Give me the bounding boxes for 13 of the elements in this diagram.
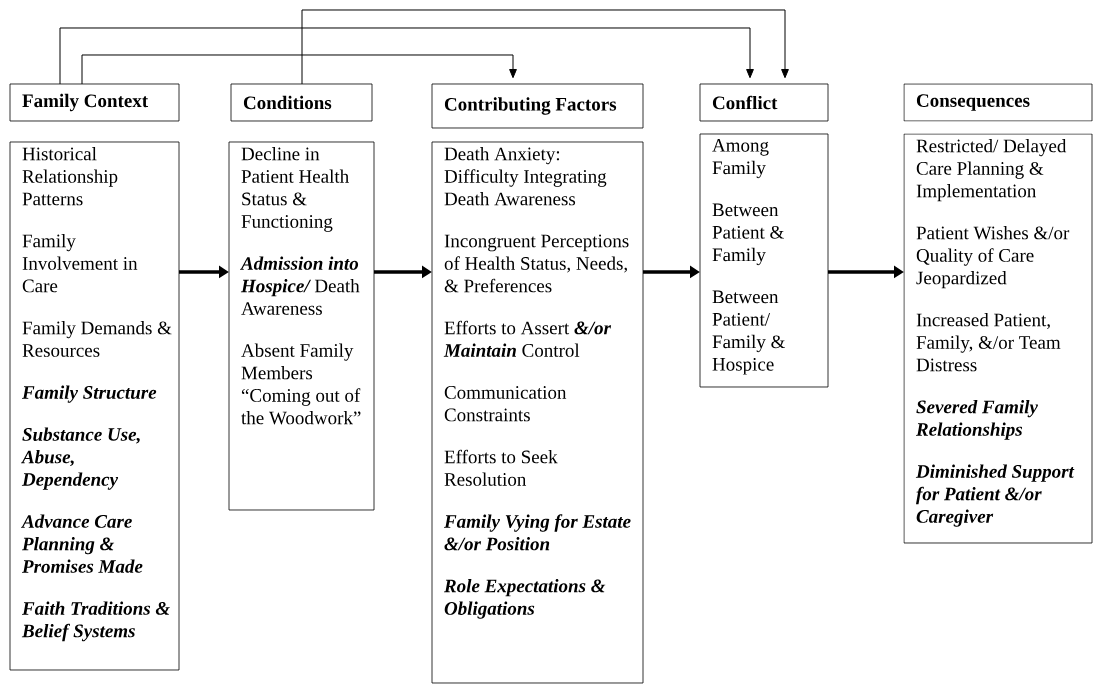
text-box: Among Family Between Patient & Family Between Patient/ Family & Hospice <box>699 133 829 388</box>
heading-box: Conflict <box>699 83 829 122</box>
arrow <box>81 54 517 85</box>
text-box: Historical Relationship Patterns Family Involvement in Care Family Demands & Resources Family Structure Substance Use, Abuse, Dependency Advance Care Planning & Promises Made Faith Traditions & Belief Systems <box>9 141 180 671</box>
text-box: Decline in Patient Health Status & Functioning Admission into Hospice/ Death Awareness Absent Family Members “Coming out of the Woodwork” <box>228 141 375 511</box>
heading-box: Conditions <box>230 83 373 122</box>
text-box: Restricted/ Delayed Care Planning & Implementation Patient Wishes &/or Quality of Care Jeopardized Increased Patient, Family, &/or Team Distress Severed Family Relationships Diminished Support for Patient &/or Caregiver <box>903 133 1093 544</box>
heading-box: Consequences <box>903 83 1093 122</box>
arrow <box>59 27 754 85</box>
heading-box: Contributing Factors <box>431 83 644 129</box>
heading-box: Family Context <box>9 83 180 122</box>
text-box: Death Anxiety: Difficulty Integrating Death Awareness Incongruent Perceptions of Health Status, Needs, & Preferences Efforts to Assert &/or Maintain Control Communication Constraints Efforts to Seek Resolution Family Vying for Estate &/or Position Role Expectations & Obligations <box>431 141 644 684</box>
arrow <box>301 9 789 85</box>
